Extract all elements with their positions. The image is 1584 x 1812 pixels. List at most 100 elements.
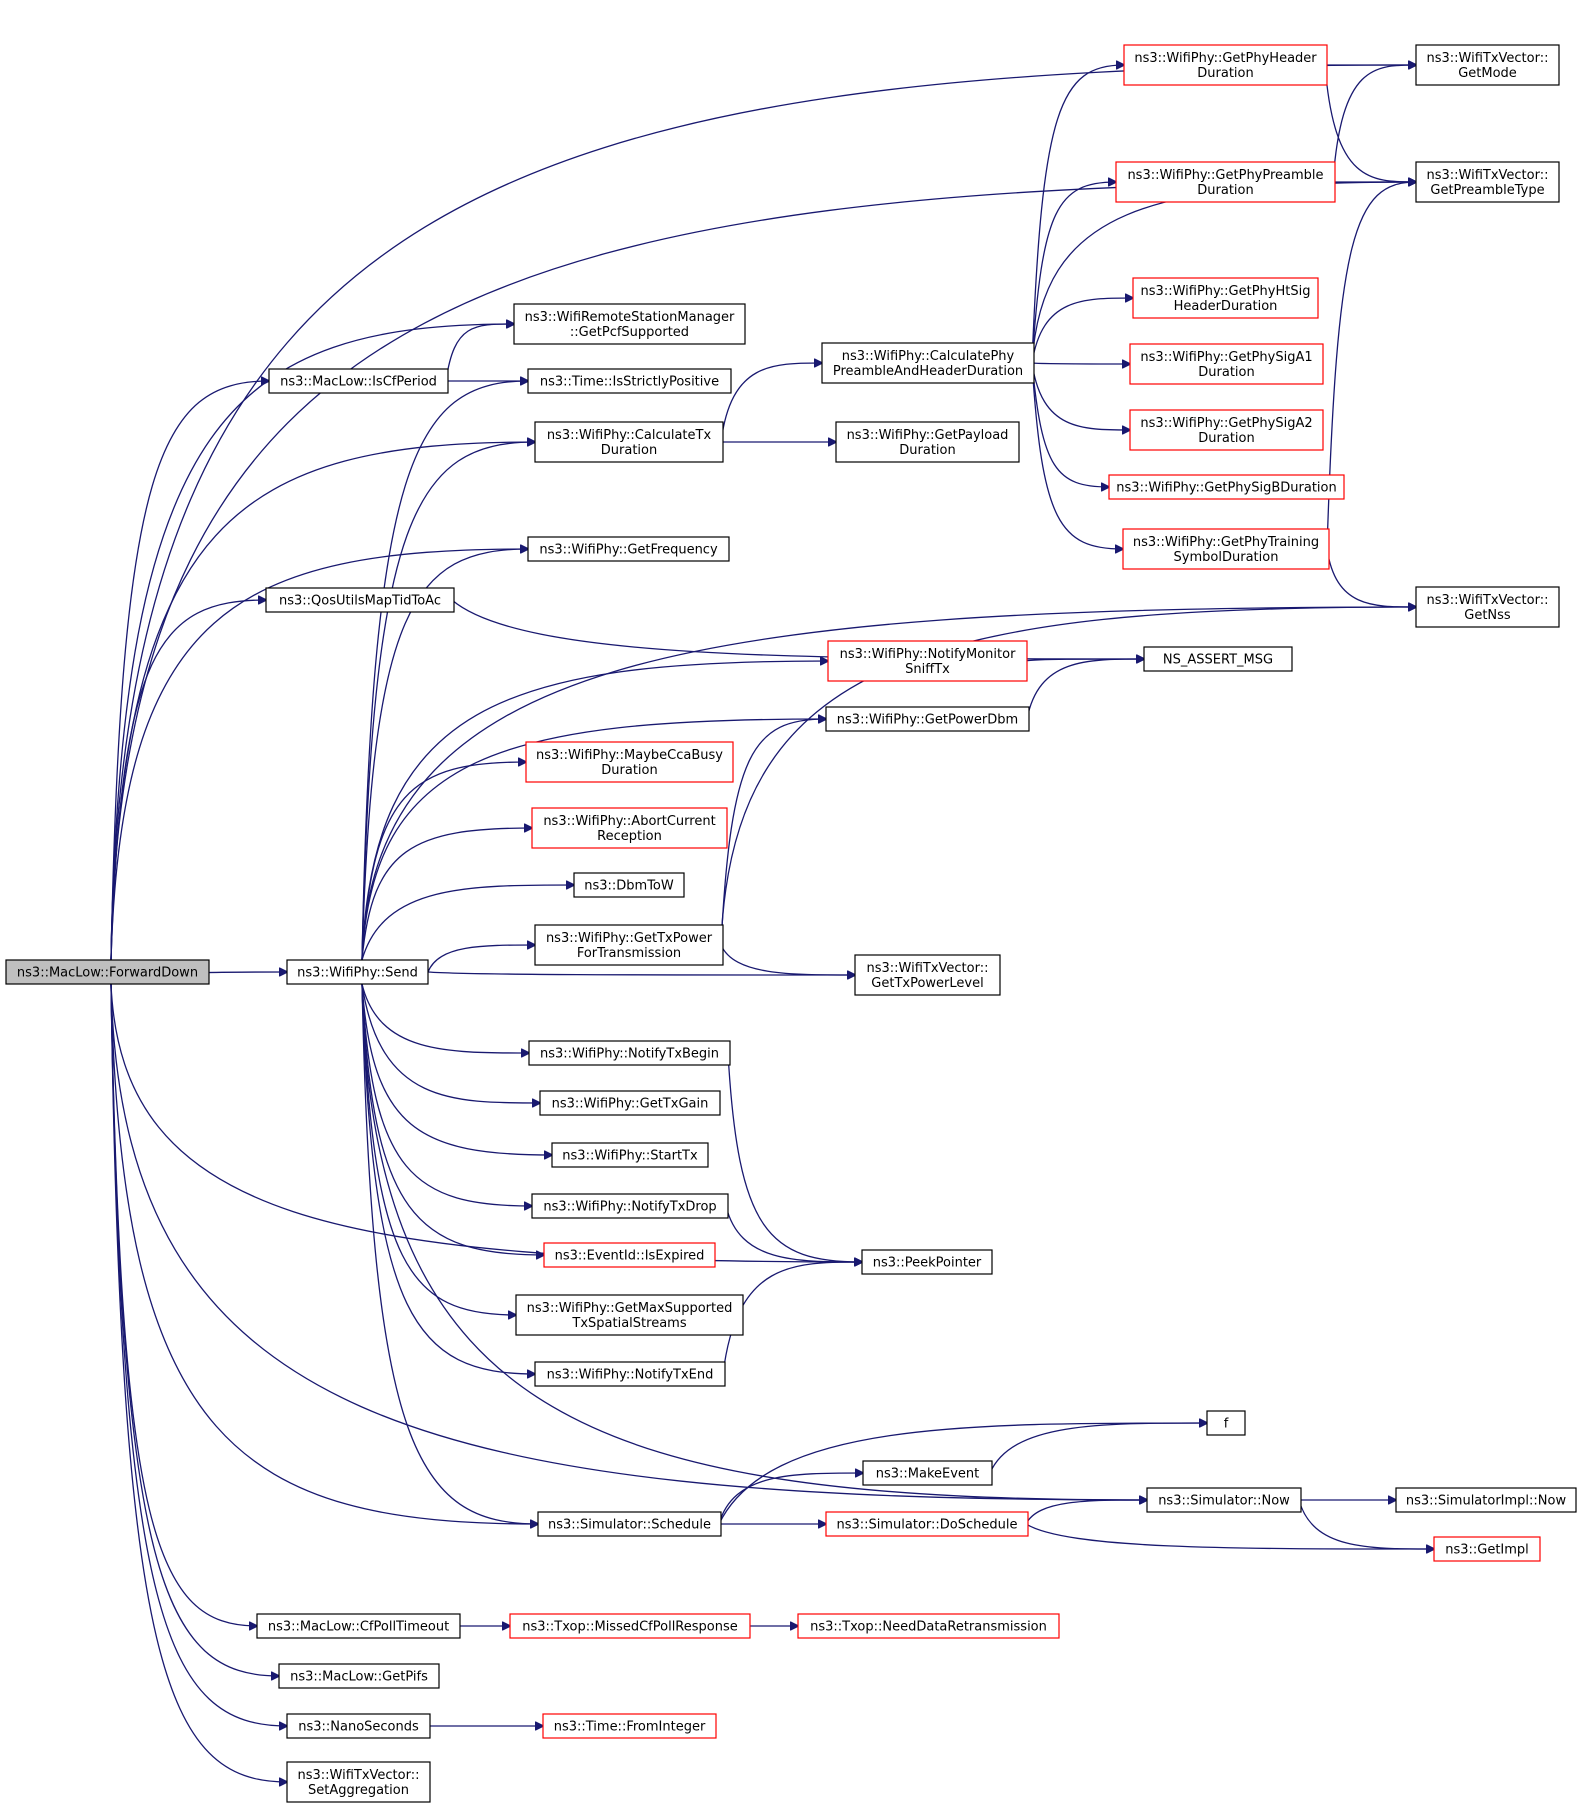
node-powerDbm[interactable]: ns3::WifiPhy::GetPowerDbm: [825, 706, 1030, 732]
node-label: ns3::WifiPhy::GetMaxSupported: [527, 1301, 733, 1316]
node-dbmToW[interactable]: ns3::DbmToW: [573, 872, 685, 898]
node-makeEvent[interactable]: ns3::MakeEvent: [862, 1460, 993, 1486]
edge-root-to-simNow: [110, 983, 1147, 1500]
node-startTx[interactable]: ns3::WifiPhy::StartTx: [551, 1142, 709, 1168]
node-label: ns3::WifiPhy::NotifyTxDrop: [543, 1200, 716, 1215]
node-label: GetMode: [1458, 66, 1517, 81]
node-label: ns3::DbmToW: [584, 879, 674, 894]
node-txEnd[interactable]: ns3::WifiPhy::NotifyTxEnd: [534, 1361, 726, 1387]
node-fromInt[interactable]: ns3::Time::FromInteger: [542, 1713, 717, 1739]
node-f[interactable]: f: [1206, 1410, 1246, 1436]
node-box: [1433, 1536, 1541, 1562]
node-expired[interactable]: ns3::EventId::IsExpired: [543, 1242, 716, 1268]
node-getPifs[interactable]: ns3::MacLow::GetPifs: [278, 1663, 440, 1689]
node-txBegin[interactable]: ns3::WifiPhy::NotifyTxBegin: [528, 1040, 731, 1066]
node-box: [1129, 343, 1324, 385]
edge-arrow: [110, 381, 269, 961]
edge-arrow: [1031, 182, 1116, 364]
node-needData[interactable]: ns3::Txop::NeedDataRetransmission: [797, 1613, 1060, 1639]
node-getMode[interactable]: ns3::WifiTxVector::GetMode: [1415, 44, 1560, 86]
node-label: ns3::WifiTxVector::: [1426, 51, 1548, 66]
edge-root-to-getPifs: [110, 983, 279, 1676]
edge-calcPhy-to-sigA1: [1031, 363, 1130, 364]
node-getNss[interactable]: ns3::WifiTxVector::GetNss: [1415, 586, 1560, 628]
node-label: ns3::WifiPhy::StartTx: [562, 1149, 698, 1164]
node-doSchedule[interactable]: ns3::Simulator::DoSchedule: [825, 1511, 1029, 1537]
edge-arrow: [361, 442, 535, 961]
node-isCfPeriod[interactable]: ns3::MacLow::IsCfPeriod: [268, 368, 449, 394]
node-qos[interactable]: ns3::QosUtilsMapTidToAc: [265, 587, 455, 613]
node-schedule[interactable]: ns3::Simulator::Schedule: [537, 1511, 722, 1537]
node-freq[interactable]: ns3::WifiPhy::GetFrequency: [527, 536, 730, 562]
node-label: ns3::WifiTxVector::: [1426, 593, 1548, 608]
node-nano[interactable]: ns3::NanoSeconds: [286, 1713, 431, 1739]
node-label: Reception: [597, 829, 662, 844]
node-label: ns3::MakeEvent: [876, 1467, 980, 1482]
node-label: ns3::PeekPointer: [873, 1256, 982, 1271]
node-label: ns3::Simulator::DoSchedule: [836, 1518, 1017, 1533]
node-label: Duration: [1198, 365, 1254, 380]
edge-arrow: [361, 983, 535, 1374]
node-maxStreams[interactable]: ns3::WifiPhy::GetMaxSupportedTxSpatialSt…: [515, 1294, 744, 1336]
node-assert[interactable]: NS_ASSERT_MSG: [1143, 646, 1293, 672]
node-label: ns3::Time::FromInteger: [554, 1720, 706, 1735]
node-label: ns3::SimulatorImpl::Now: [1406, 1494, 1567, 1509]
node-cfPoll[interactable]: ns3::MacLow::CfPollTimeout: [256, 1613, 461, 1639]
node-missed[interactable]: ns3::Txop::MissedCfPollResponse: [509, 1613, 751, 1639]
node-label: ns3::WifiPhy::NotifyTxBegin: [540, 1047, 719, 1062]
node-preType[interactable]: ns3::WifiTxVector::GetPreambleType: [1415, 161, 1560, 203]
node-box: [551, 1142, 709, 1168]
node-box: [825, 706, 1030, 732]
node-simNow[interactable]: ns3::Simulator::Now: [1146, 1487, 1302, 1513]
node-txPowerLevel[interactable]: ns3::WifiTxVector::GetTxPowerLevel: [854, 954, 1001, 996]
node-getPcf[interactable]: ns3::WifiRemoteStationManager::GetPcfSup…: [513, 303, 746, 345]
node-box: [539, 1090, 721, 1116]
edge-arrow: [361, 762, 526, 961]
node-label: NS_ASSERT_MSG: [1163, 653, 1273, 668]
node-label: ns3::GetImpl: [1445, 1543, 1529, 1558]
node-box: [825, 1511, 1029, 1537]
edge-arrow: [1031, 362, 1109, 487]
edge-arrow: [361, 983, 532, 1206]
edge-arrow: [110, 600, 266, 961]
node-root[interactable]: ns3::MacLow::ForwardDown: [5, 959, 210, 985]
node-label: ns3::WifiRemoteStationManager: [525, 310, 735, 325]
node-getImpl[interactable]: ns3::GetImpl: [1433, 1536, 1541, 1562]
node-label: ns3::MacLow::ForwardDown: [17, 966, 198, 981]
edge-arrow: [110, 182, 1416, 961]
edge-send-to-expired: [361, 983, 544, 1255]
node-sigB[interactable]: ns3::WifiPhy::GetPhySigBDuration: [1108, 474, 1345, 500]
node-setAgg[interactable]: ns3::WifiTxVector::SetAggregation: [286, 1761, 431, 1803]
node-calcPhy[interactable]: ns3::WifiPhy::CalculatePhyPreambleAndHea…: [821, 342, 1035, 384]
edge-training-to-preType: [1326, 182, 1416, 550]
node-txDrop[interactable]: ns3::WifiPhy::NotifyTxDrop: [531, 1193, 729, 1219]
edge-arrow: [110, 983, 287, 1782]
node-label: Duration: [1197, 66, 1253, 81]
node-label: ns3::WifiPhy::GetPowerDbm: [837, 713, 1018, 728]
node-txGain[interactable]: ns3::WifiPhy::GetTxGain: [539, 1090, 721, 1116]
node-send[interactable]: ns3::WifiPhy::Send: [286, 959, 429, 985]
node-peek[interactable]: ns3::PeekPointer: [861, 1249, 993, 1275]
node-strictly[interactable]: ns3::Time::IsStrictlyPositive: [527, 368, 732, 394]
edge-arrow: [361, 983, 529, 1053]
node-label: ns3::WifiPhy::CalculateTx: [547, 428, 712, 443]
node-label: ns3::WifiPhy::Send: [297, 966, 418, 981]
edge-arrow: [110, 983, 287, 1726]
edge-arrow: [1298, 1499, 1434, 1549]
node-training[interactable]: ns3::WifiPhy::GetPhyTrainingSymbolDurati…: [1122, 528, 1330, 570]
node-implNow[interactable]: ns3::SimulatorImpl::Now: [1395, 1487, 1577, 1513]
edge-calcPhy-to-sigB: [1031, 362, 1109, 487]
edge-txEnd-to-peek: [722, 1262, 862, 1375]
node-box: [534, 1361, 726, 1387]
